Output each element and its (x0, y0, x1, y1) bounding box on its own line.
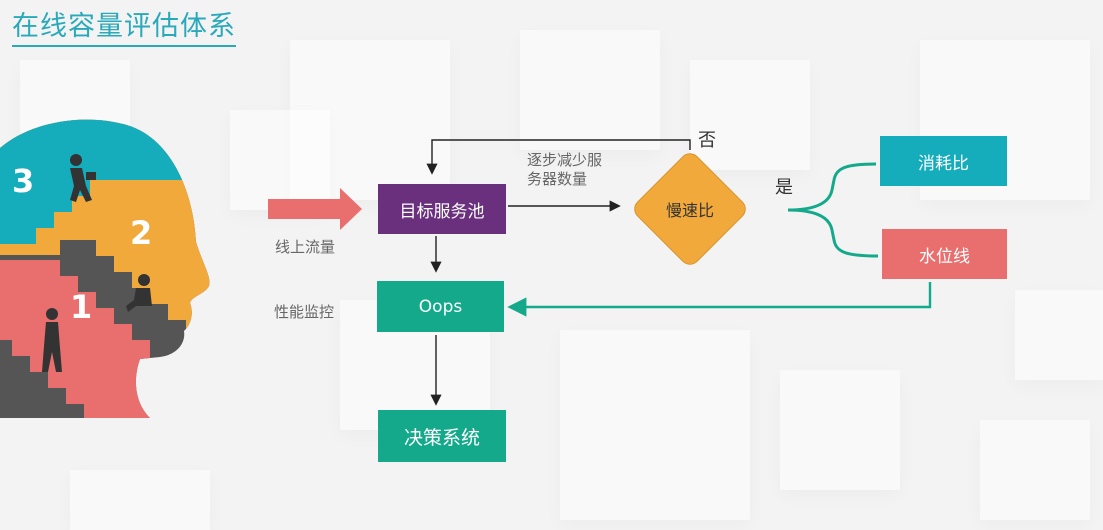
consumption-ratio-box: 消耗比 (880, 136, 1007, 186)
page-title: 在线容量评估体系 (12, 4, 236, 47)
arrow-feedback-no (426, 139, 691, 175)
background-tile (690, 60, 810, 170)
target-pool-box: 目标服务池 (378, 184, 506, 234)
input-arrow (268, 188, 362, 230)
step-number-1: 1 (70, 288, 92, 326)
background-tile (230, 110, 330, 210)
oops-box: Oops (377, 281, 504, 332)
sitting-person-icon (126, 274, 152, 312)
label-online-traffic: 线上流量 (275, 238, 336, 256)
step-number-3: 3 (12, 162, 34, 200)
label-reduce-servers: 逐步减少服 务器数量 (527, 151, 603, 188)
green-brace (787, 162, 879, 258)
head-stairs-graphic: 3 2 1 (0, 119, 210, 418)
background-tile (780, 370, 900, 490)
background-tile (520, 30, 660, 150)
water-line-box: 水位线 (882, 229, 1007, 279)
background-tile (1015, 290, 1103, 380)
climbing-person-icon (42, 308, 62, 372)
label-no: 否 (698, 130, 716, 151)
label-yes: 是 (775, 177, 793, 198)
background-tile (560, 330, 750, 520)
step-number-2: 2 (130, 214, 152, 252)
arrow-waterline-to-oops (507, 282, 932, 317)
decision-system-box: 决策系统 (378, 410, 506, 462)
slow-ratio-label: 慢速比 (665, 201, 714, 220)
background-tile (70, 470, 210, 530)
walking-person-icon (70, 154, 96, 202)
slow-ratio-diamond (634, 153, 746, 265)
background-tile (980, 420, 1090, 520)
label-performance-monitoring: 性能监控 (274, 303, 335, 321)
